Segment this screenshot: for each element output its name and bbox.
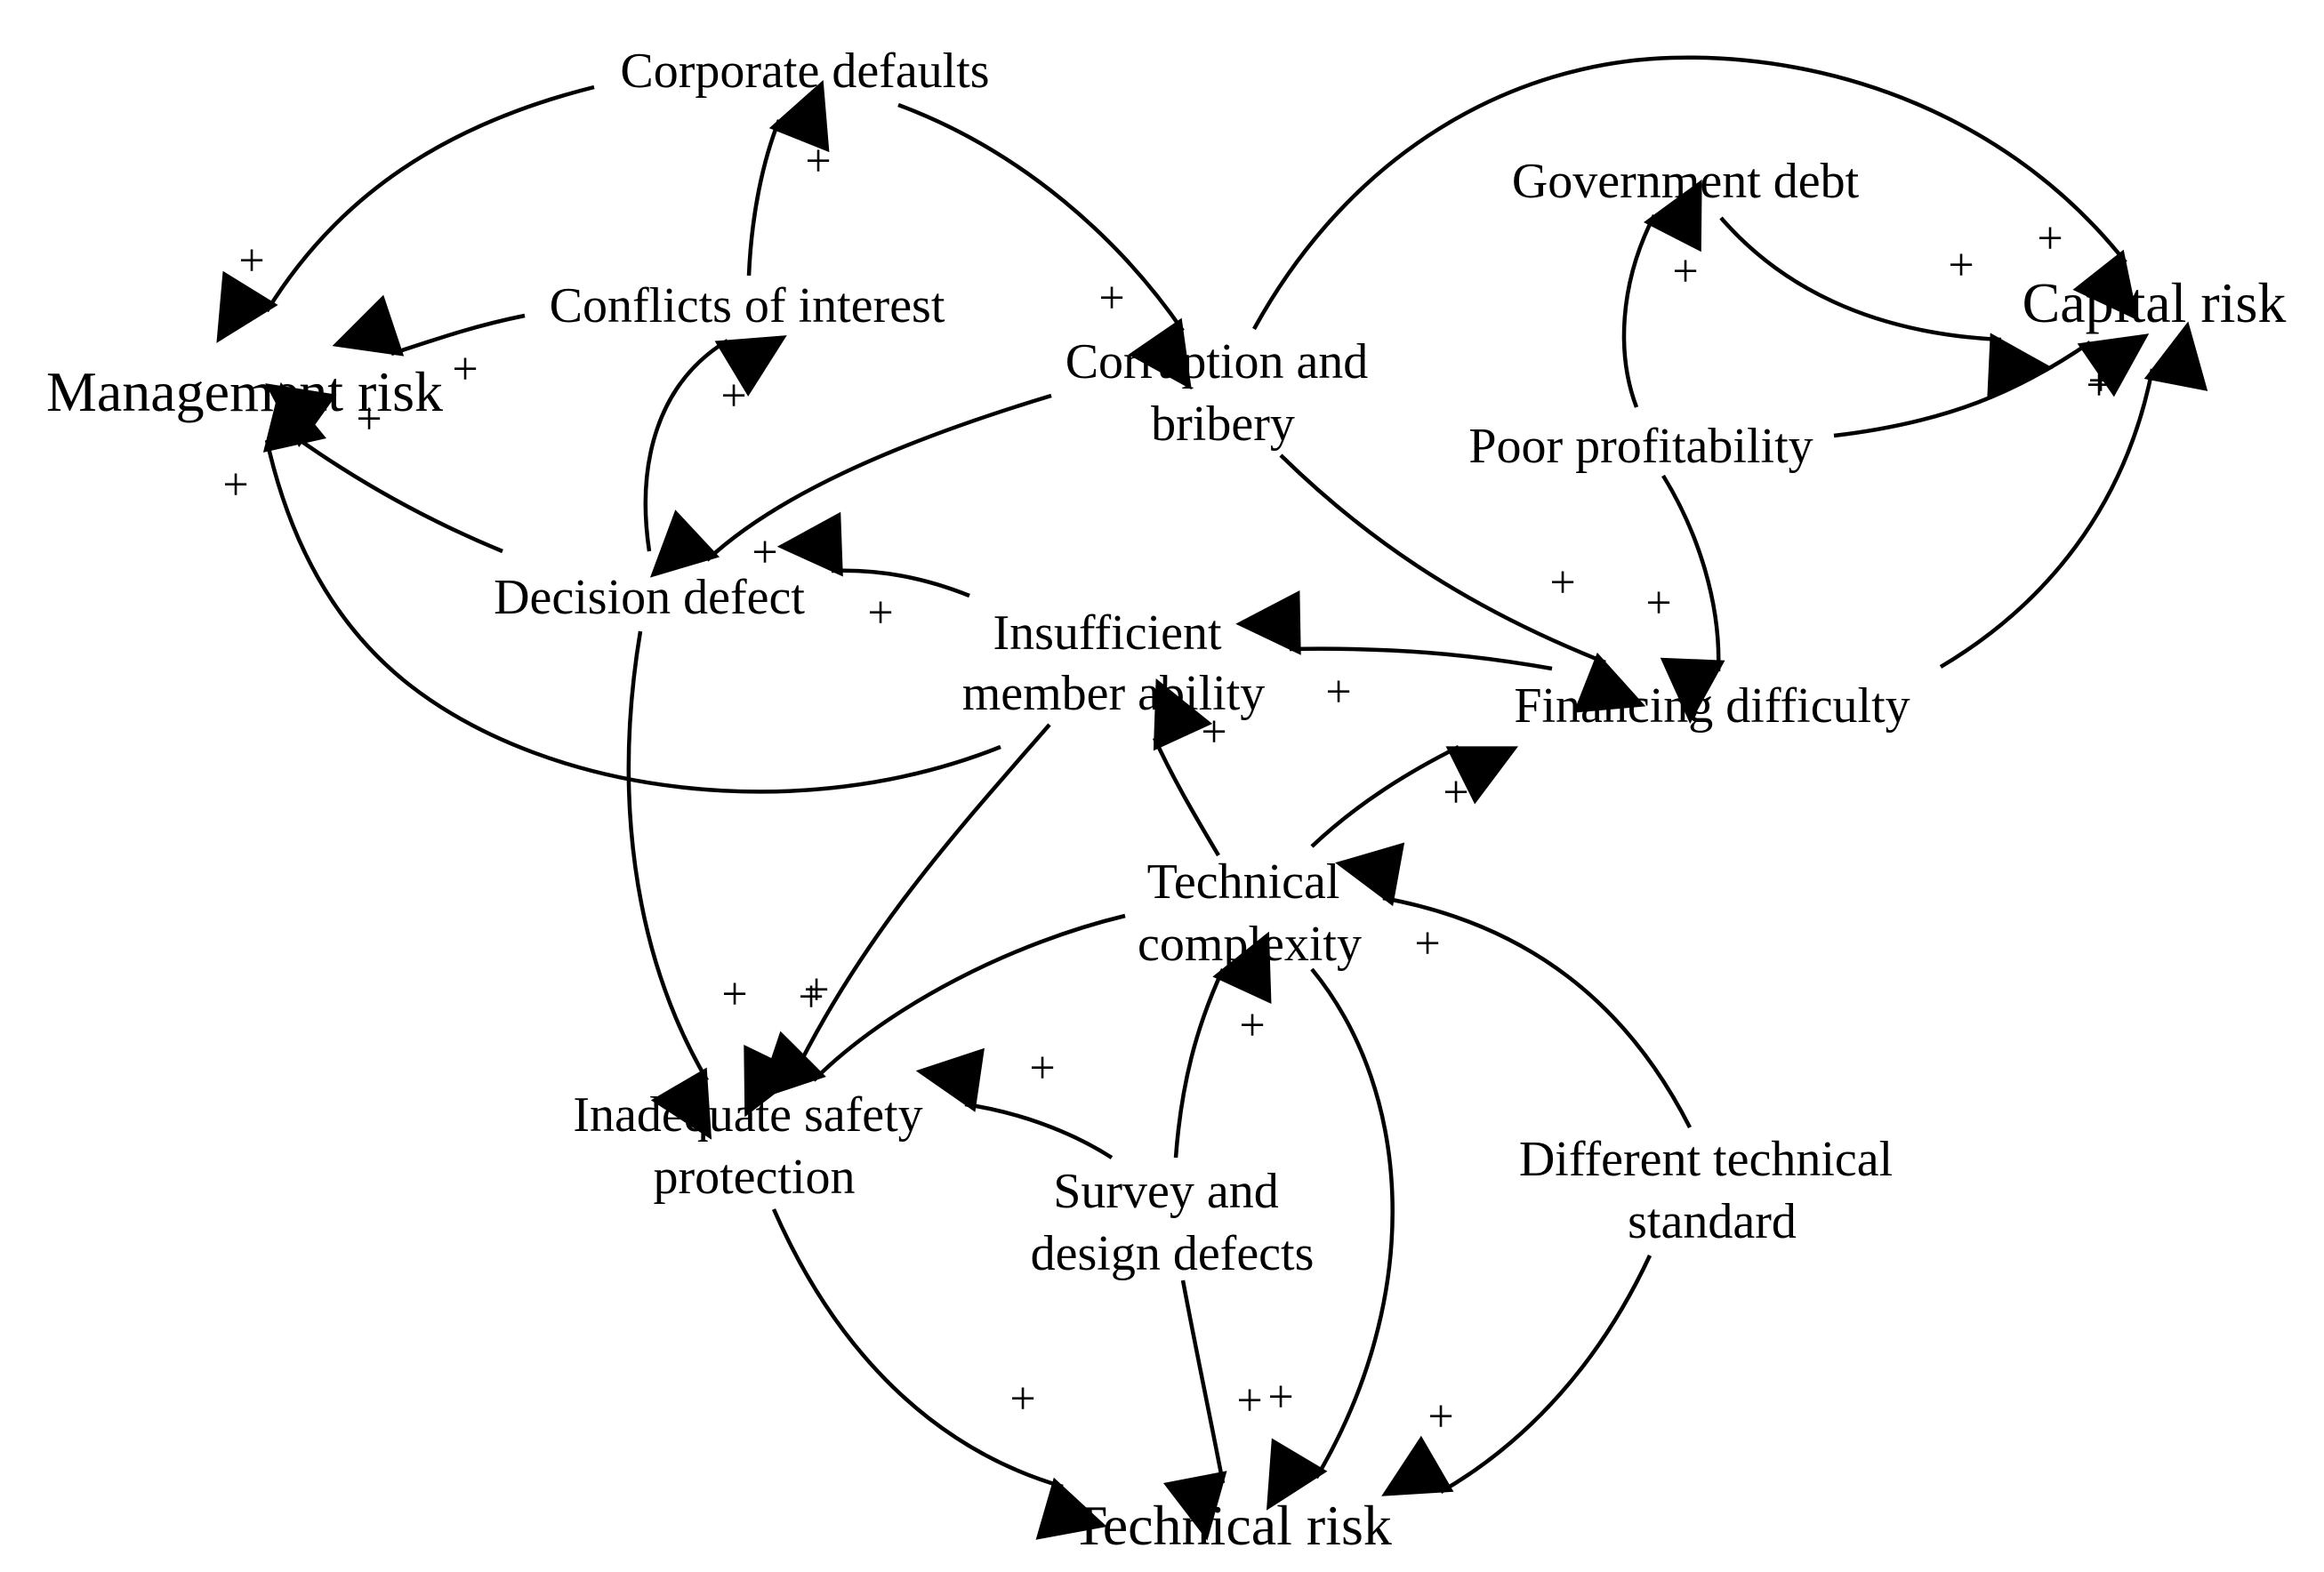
edge-conflicts-of-interest-to-corporate-defaults [746,80,830,277]
polarity-sign: + [752,527,777,578]
polarity-sign: + [1443,767,1468,818]
edge-inadequate-safety-protection-to-technical-risk [771,1208,1107,1540]
polarity-sign: + [222,460,248,510]
node-survey-and-design-defects: Survey and design defects [1031,1164,1315,1281]
polarity-sign: + [803,965,829,1015]
node-capital-risk: Capital risk [2022,271,2287,334]
node-different-technical-standard: Different technical standard [1519,1132,1905,1249]
polarity-sign: + [238,236,264,286]
polarity-sign: + [2037,213,2063,264]
edge-insufficient-member-ability-to-management-risk [262,381,1001,794]
edge-decision-defect-to-conflicts-of-interest [643,335,787,552]
edge-decision-defect-to-inadequate-safety-protection [626,630,712,1140]
polarity-sign: + [1009,1374,1035,1424]
edge-decision-defect-to-management-risk [265,383,503,554]
edge-technical-complexity-to-financing-difficulty [1310,744,1518,848]
polarity-sign: + [1201,707,1226,758]
polarity-sign: + [1325,667,1351,718]
polarity-sign: + [1098,273,1124,324]
edge-corruption-and-bribery-to-capital-risk [1252,55,2139,331]
edge-different-technical-standard-to-technical-complexity [1335,842,1693,1129]
edge-corporate-defaults-to-corruption-and-bribery [897,102,1192,390]
polarity-sign: + [1239,1000,1265,1051]
edge-technical-complexity-to-technical-risk [1266,967,1395,1511]
polarity-sign: + [1549,557,1575,608]
polarity-sign: + [1414,918,1440,969]
polarity-sign: + [1236,1376,1262,1426]
edge-financing-difficulty-to-capital-risk [1939,321,2208,669]
edge-technical-complexity-to-inadequate-safety-protection [757,913,1126,1100]
polarity-sign: + [1672,246,1698,297]
node-poor-profitability: Poor profitability [1468,419,1813,474]
node-inadequate-safety-protection: Inadequate safety protection [573,1087,935,1205]
edge-insufficient-member-ability-to-inadequate-safety-protection [744,723,1051,1118]
polarity-sign: + [805,136,831,187]
edge-poor-profitability-to-capital-risk [1833,333,2150,438]
edge-survey-and-design-defects-to-technical-risk [1163,1279,1227,1541]
edge-technical-complexity-to-insufficient-member-ability [1152,678,1220,857]
edge-corruption-and-bribery-to-financing-difficulty [1279,453,1646,713]
edge-financing-difficulty-to-insufficient-member-ability [1235,590,1553,671]
edge-survey-and-design-defects-to-technical-complexity [1173,931,1272,1159]
edge-poor-profitability-to-financing-difficulty [1660,474,1725,724]
polarity-sign: + [1427,1392,1453,1442]
polarity-sign: + [721,969,747,1020]
node-technical-complexity: Technical complexity [1138,854,1362,972]
node-conflicts-of-interest: Conflicts of interest [550,278,945,333]
polarity-sign: + [1267,1372,1293,1423]
polarity-sign: + [2087,356,2113,406]
node-financing-difficulty: Financing difficulty [1514,678,1910,734]
node-decision-defect: Decision defect [494,570,805,625]
edge-poor-profitability-to-government-debt [1621,179,1702,408]
node-government-debt: Government debt [1512,154,1860,209]
polarity-sign: + [452,344,478,395]
edge-survey-and-design-defects-to-inadequate-safety-protection [915,1047,1114,1159]
polarity-signs-layer: +++++++++++++++++++++++++++++ [222,136,2113,1442]
edge-government-debt-to-capital-risk [1719,216,2054,398]
polarity-sign: + [867,588,893,638]
edge-insufficient-member-ability-to-decision-defect [776,511,970,598]
node-management-risk: Management risk [46,360,443,423]
polarity-sign: + [2086,360,2111,411]
node-insufficient-member-ability: Insufficient member ability [962,606,1266,721]
edge-different-technical-standard-to-technical-risk [1381,1255,1653,1496]
node-corporate-defaults: Corporate defaults [620,44,989,99]
edge-conflicts-of-interest-to-management-risk [332,294,526,357]
edges-layer [216,55,2208,1541]
edge-corruption-and-bribery-to-decision-defect [649,393,1052,578]
polarity-sign: + [798,972,824,1023]
edge-corporate-defaults-to-management-risk [216,84,595,343]
polarity-sign: + [1645,578,1671,629]
polarity-sign: + [720,371,746,421]
polarity-sign: + [1948,240,1974,291]
polarity-sign: + [356,394,382,445]
polarity-sign: + [1029,1043,1055,1094]
node-technical-risk: Technical risk [1072,1494,1392,1557]
node-corruption-and-bribery: Corruption and bribery [1066,334,1381,452]
